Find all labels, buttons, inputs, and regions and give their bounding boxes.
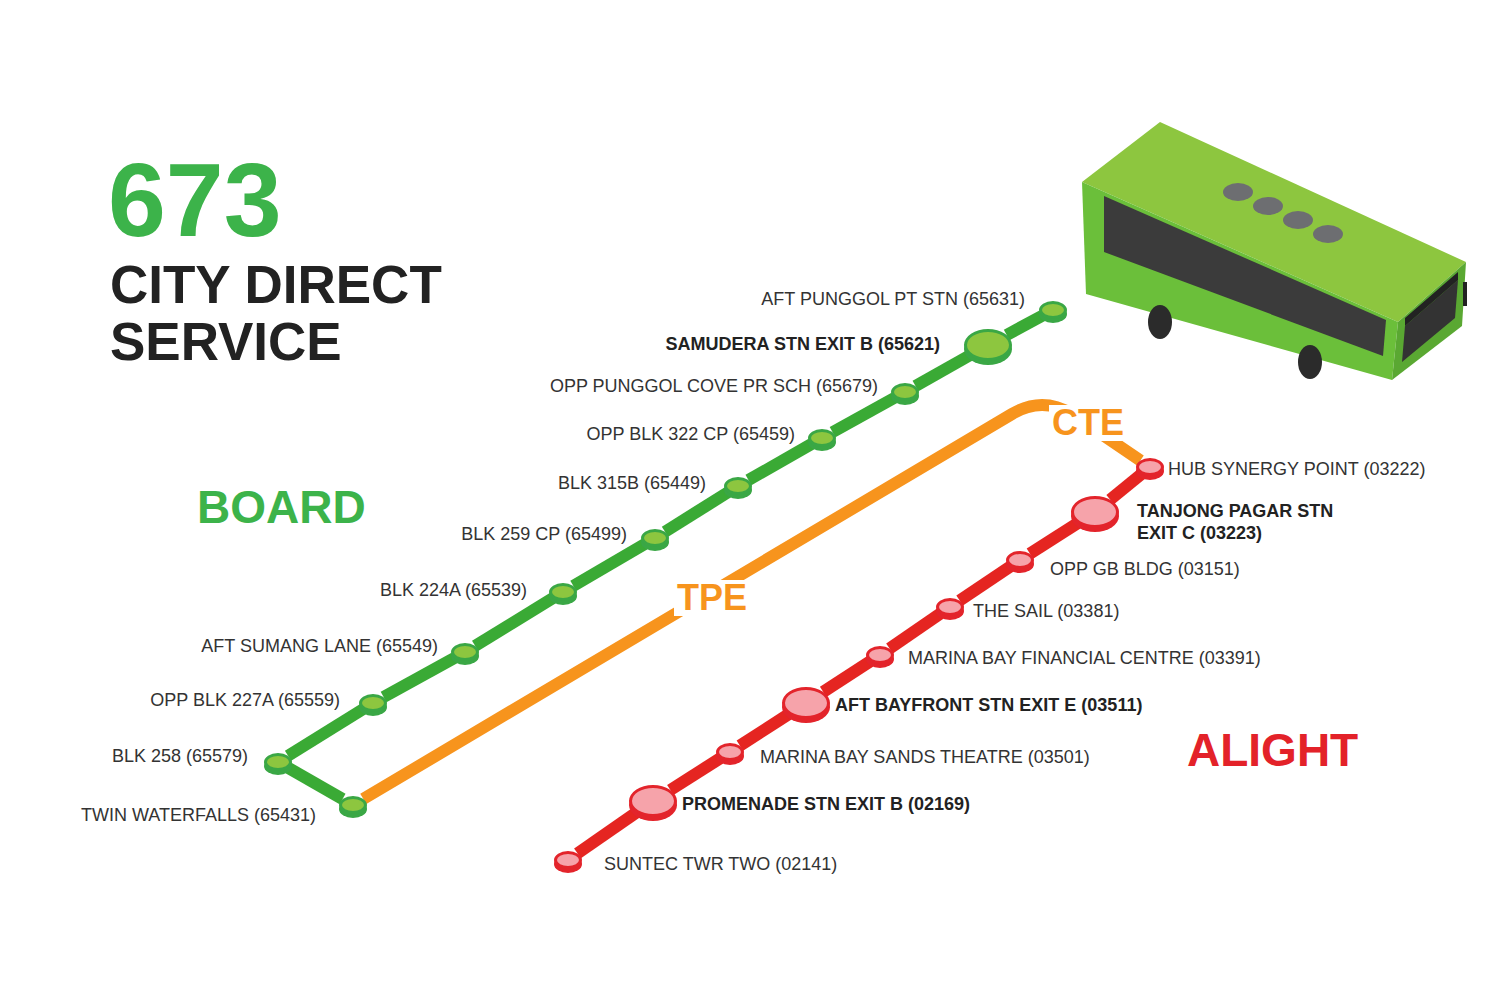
stop-label: BLK 259 CP (65499) [461,523,627,546]
stop-label: AFT SUMANG LANE (65549) [201,635,438,658]
route-line [916,355,970,386]
board-heading: BOARD [197,484,366,530]
stop-label: THE SAIL (03381) [973,600,1119,623]
bus-stop: MARINA BAY SANDS THEATRE (03501) [716,743,744,761]
bus-stop: AFT PUNGGOL PT STN (65631) [1039,301,1067,319]
route-line [384,658,455,697]
station-stop: PROMENADE STN EXIT B (02169) [629,785,677,817]
bus-mirror [1463,282,1467,306]
stop-label: AFT BAYFRONT STN EXIT E (03511) [835,694,1142,717]
bus-stop: BLK 259 CP (65499) [641,529,669,547]
route-line [475,598,553,646]
stop-label: TWIN WATERFALLS (65431) [81,804,316,827]
stop-label: MARINA BAY FINANCIAL CENTRE (03391) [908,647,1261,670]
route-line [823,661,870,691]
route-line [665,492,728,531]
bus-wheel [1148,305,1172,339]
bus-stop: MARINA BAY FINANCIAL CENTRE (03391) [866,646,894,664]
bus-stop: OPP BLK 227A (65559) [359,694,387,712]
roof-vent [1283,211,1313,229]
route-line [1007,316,1043,335]
bus-stop: BLK 258 (65579) [264,753,292,771]
bus-front [1392,262,1466,380]
service-name: CITY DIRECT SERVICE [110,256,500,370]
expressway-label: TPE [674,580,750,616]
bus-stop: THE SAIL (03381) [936,598,964,616]
stop-label: PROMENADE STN EXIT B (02169) [682,793,970,816]
route-line [748,444,811,480]
station-stop: AFT BAYFRONT STN EXIT E (03511) [782,687,830,719]
route-line [740,714,789,746]
bus-windows [1104,196,1386,356]
route-line [1110,474,1141,500]
bus-sign [1405,272,1458,326]
bus-stop: AFT SUMANG LANE (65549) [451,643,479,661]
roof-vent [1313,225,1343,243]
bus-stop: BLK 315B (65449) [724,477,752,495]
stop-label: OPP PUNGGOL COVE PR SCH (65679) [550,375,878,398]
stop-label: HUB SYNERGY POINT (03222) [1168,458,1425,481]
bus-stop: HUB SYNERGY POINT (03222) [1136,458,1164,476]
route-line [1030,523,1078,554]
bus-stop: OPP PUNGGOL COVE PR SCH (65679) [891,383,919,401]
stop-label: SUNTEC TWR TWO (02141) [604,853,837,876]
bus-wheel [1298,345,1322,379]
alight-heading: ALIGHT [1187,727,1358,773]
route-line [288,709,363,755]
route-number: 673 [108,148,282,252]
stop-label: MARINA BAY SANDS THEATRE (03501) [760,746,1090,769]
stop-label: AFT PUNGGOL PT STN (65631) [761,288,1025,311]
stop-label: OPP GB BLDG (03151) [1050,558,1240,581]
bus-stop: OPP GB BLDG (03151) [1006,551,1034,569]
bus-stop: SUNTEC TWR TWO (02141) [554,851,582,869]
stop-label: BLK 224A (65539) [380,579,527,602]
station-stop: SAMUDERA STN EXIT B (65621) [964,329,1012,361]
roof-vent [1253,197,1283,215]
route-line [578,813,637,854]
stop-label: BLK 315B (65449) [558,472,706,495]
stop-label: OPP BLK 322 CP (65459) [587,423,795,446]
route-line [288,768,342,799]
route-line [833,398,895,432]
station-stop: TANJONG PAGAR STN EXIT C (03223) [1071,496,1119,528]
route-line [573,544,644,586]
bus-side [1082,182,1398,380]
stop-label: OPP BLK 227A (65559) [150,689,340,712]
route-line [890,614,941,649]
expressway-label: CTE [1049,405,1127,441]
stop-label: SAMUDERA STN EXIT B (65621) [666,333,940,356]
route-line [670,758,720,790]
stop-label: BLK 258 (65579) [112,745,248,768]
bus-stop: BLK 224A (65539) [549,583,577,601]
route-line [960,567,1011,601]
bus-stop: TWIN WATERFALLS (65431) [339,796,367,814]
bus-stop: OPP BLK 322 CP (65459) [808,429,836,447]
route-line [363,405,1140,799]
stop-label: TANJONG PAGAR STN EXIT C (03223) [1137,500,1365,545]
roof-vent [1223,183,1253,201]
